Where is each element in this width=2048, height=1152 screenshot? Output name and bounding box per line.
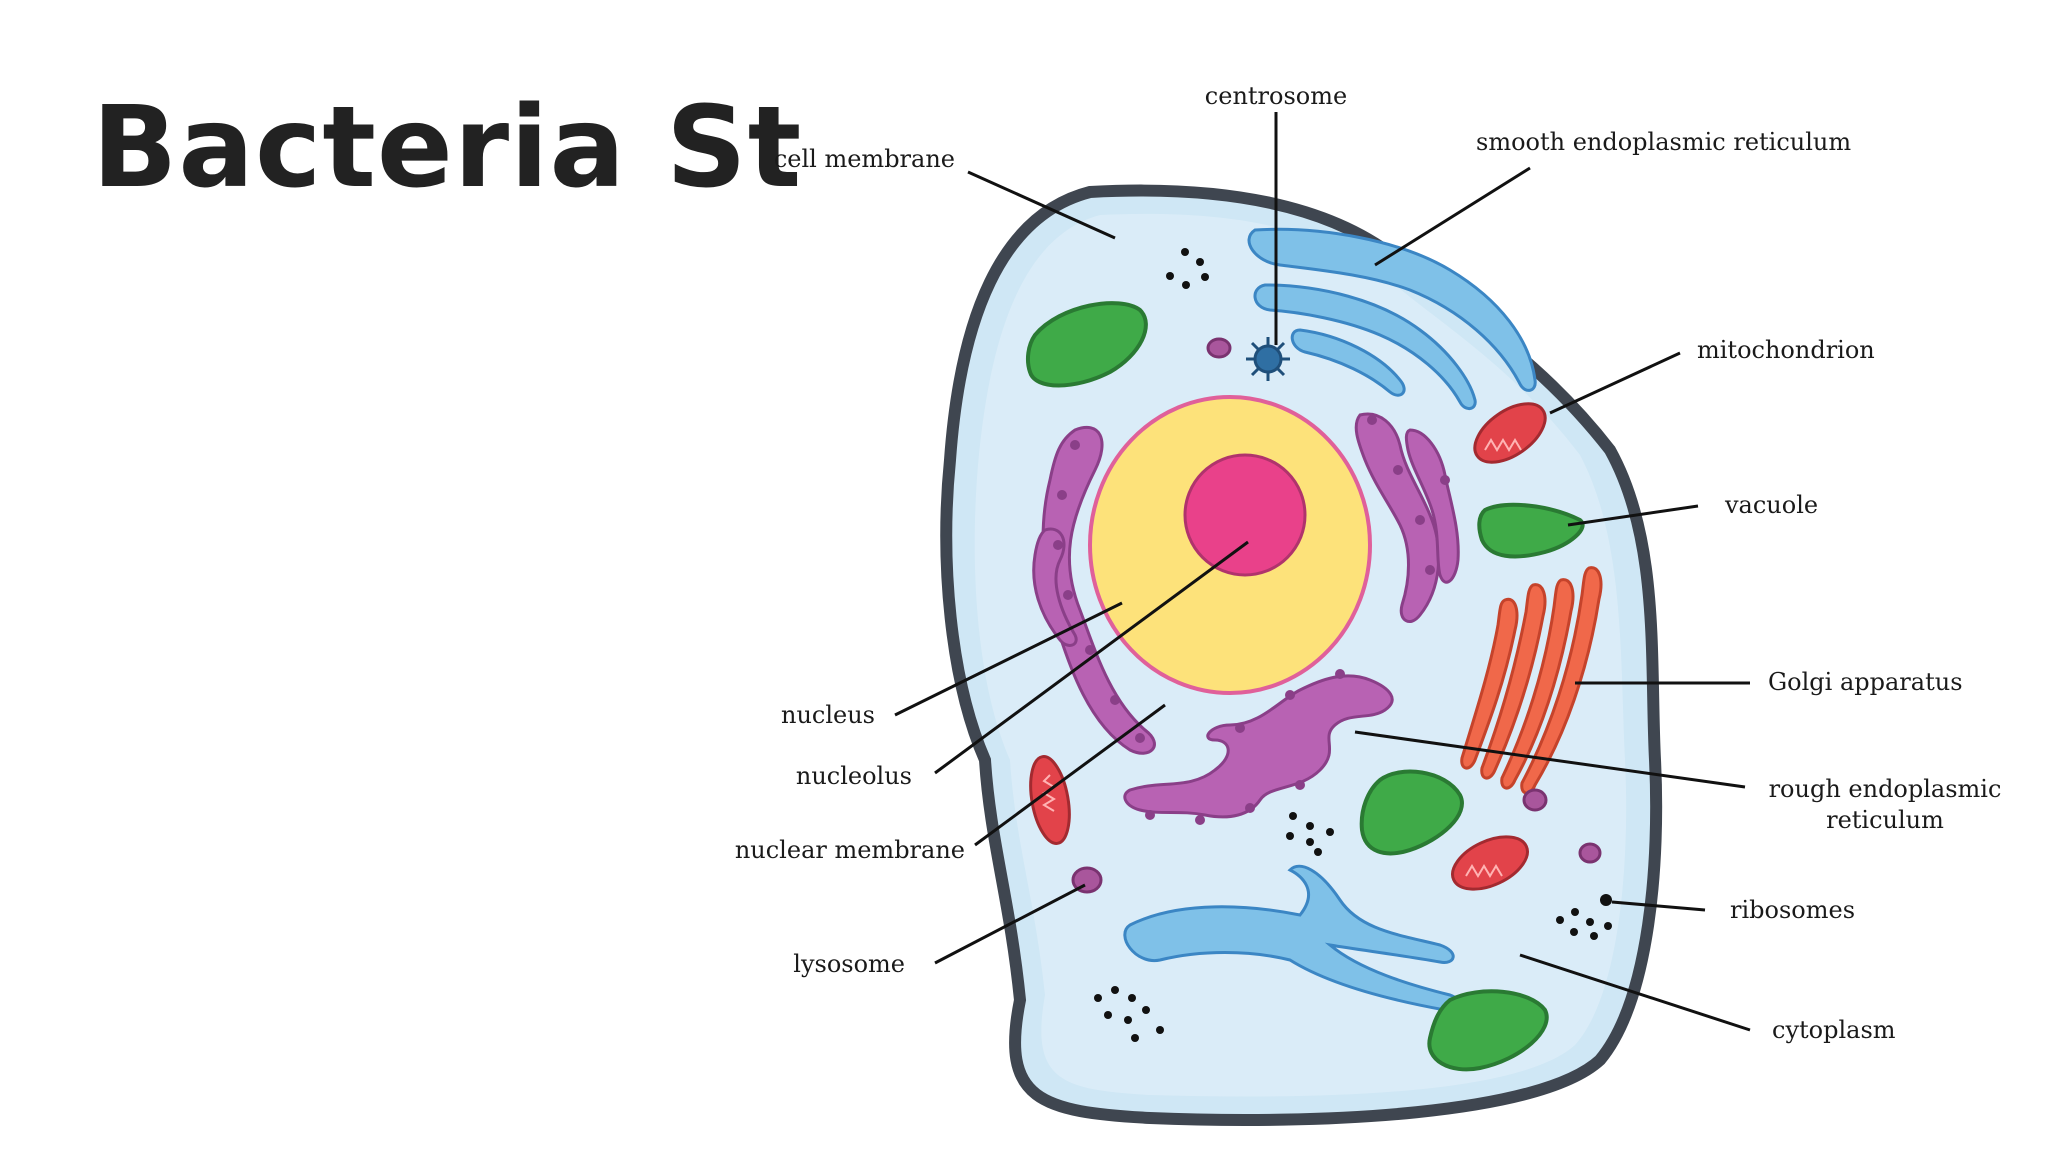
label-golgi: Golgi apparatus bbox=[1768, 668, 1963, 696]
label-vacuole: vacuole bbox=[1724, 491, 1818, 519]
page-title: Bacteria St bbox=[92, 83, 803, 213]
diagram-labels: centrosome cell membrane smooth endoplas… bbox=[735, 82, 2002, 1044]
rough-er-shape bbox=[1032, 412, 1460, 819]
label-lysosome: lysosome bbox=[793, 950, 905, 978]
mitochondrion-shapes bbox=[1029, 402, 1547, 891]
ribosome-dots bbox=[1094, 248, 1612, 1042]
leader-lines bbox=[894, 112, 1751, 1032]
label-mitochondrion: mitochondrion bbox=[1697, 336, 1875, 364]
rough-er-ribosome-dots bbox=[1053, 415, 1450, 825]
label-ribosomes: ribosomes bbox=[1730, 896, 1855, 924]
label-nuclear-membrane: nuclear membrane bbox=[735, 836, 965, 864]
smooth-er-shape bbox=[1123, 227, 1537, 1012]
nucleolus-shape bbox=[1183, 453, 1307, 577]
label-cell-membrane: cell membrane bbox=[774, 145, 955, 173]
label-nucleus: nucleus bbox=[781, 701, 875, 729]
label-smooth-er: smooth endoplasmic reticulum bbox=[1476, 128, 1851, 156]
label-rough-er-line1: rough endoplasmic bbox=[1769, 775, 2002, 803]
label-rough-er-line2: reticulum bbox=[1826, 806, 1944, 834]
label-nucleolus: nucleolus bbox=[796, 762, 912, 790]
label-cytoplasm: cytoplasm bbox=[1772, 1016, 1896, 1044]
centrosome-shape bbox=[1246, 337, 1290, 381]
label-centrosome: centrosome bbox=[1205, 82, 1347, 110]
vacuole-shapes bbox=[1025, 301, 1585, 1072]
